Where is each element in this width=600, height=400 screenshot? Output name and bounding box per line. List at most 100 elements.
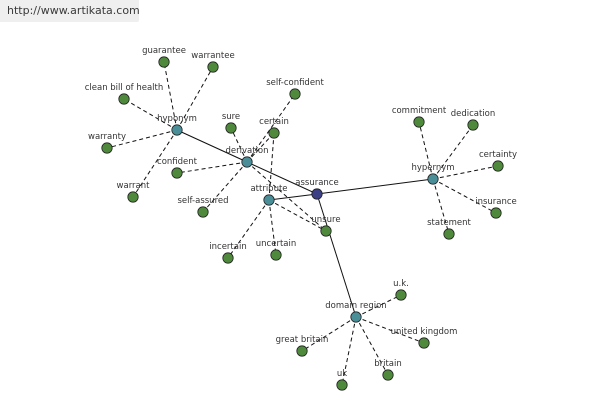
edge-hyponym-to-guarantee <box>163 61 178 131</box>
node-dot-confident[interactable] <box>171 167 183 179</box>
node-unsure[interactable]: unsure <box>311 215 341 237</box>
edge-hypernym-to-statement <box>432 178 450 235</box>
node-self-assured[interactable]: self-assured <box>178 196 229 218</box>
node-dedication[interactable]: dedication <box>451 109 496 131</box>
node-dot-unsure[interactable] <box>320 225 332 237</box>
node-dot-certainty[interactable] <box>492 160 504 172</box>
node-label-certain: certain <box>259 117 289 127</box>
edge-derivation-to-confident <box>176 161 248 174</box>
node-label-self-assured: self-assured <box>178 196 229 206</box>
node-label-domain-region: domain region <box>325 301 386 311</box>
node-dot-guarantee[interactable] <box>158 56 170 68</box>
node-dot-uncertain[interactable] <box>270 249 282 261</box>
node-warrantee[interactable]: warrantee <box>191 51 235 73</box>
node-label-assurance: assurance <box>295 178 338 188</box>
edge-attribute-to-uncertain <box>268 199 277 256</box>
node-dot-uk[interactable] <box>336 379 348 391</box>
node-dot-domain-region[interactable] <box>350 311 362 323</box>
node-label-derivation: derivation <box>225 146 268 156</box>
node-label-warranty: warranty <box>88 132 126 142</box>
node-derivation[interactable]: derivation <box>225 146 269 168</box>
edge-domain-region-to-great-britain <box>301 316 357 352</box>
node-dot-sure[interactable] <box>225 122 237 134</box>
node-certain[interactable]: certain <box>259 117 289 139</box>
node-incertain[interactable]: incertain <box>209 242 247 264</box>
node-britain[interactable]: britain <box>374 359 402 381</box>
node-dot-incertain[interactable] <box>222 252 234 264</box>
edge-derivation-to-unsure <box>246 161 327 232</box>
edge-hypernym-to-dedication <box>432 124 474 180</box>
node-certainty[interactable]: certainty <box>479 150 517 172</box>
node-label-commitment: commitment <box>392 106 447 116</box>
node-label-united-kingdom: united kingdom <box>391 327 458 337</box>
node-label-warrantee: warrantee <box>191 51 234 61</box>
node-great-britain[interactable]: great britain <box>276 335 329 357</box>
node-hypernym[interactable]: hypernym <box>411 163 455 185</box>
node-dot-self-assured[interactable] <box>197 206 209 218</box>
edge-domain-region-to-united-kingdom <box>355 316 425 344</box>
node-dot-hyponym[interactable] <box>171 124 183 136</box>
node-dot-statement[interactable] <box>443 228 455 240</box>
node-united-kingdom[interactable]: united kingdom <box>391 327 458 349</box>
node-dot-warrant[interactable] <box>127 191 139 203</box>
node-label-confident: confident <box>157 157 198 167</box>
node-confident[interactable]: confident <box>157 157 198 179</box>
node-label-uk: uk <box>337 369 347 379</box>
node-dot-assurance[interactable] <box>311 188 323 200</box>
node-dot-self-confident[interactable] <box>289 88 301 100</box>
node-attribute[interactable]: attribute <box>250 184 288 206</box>
node-clean-bill-of-health[interactable]: clean bill of health <box>85 83 164 105</box>
node-guarantee[interactable]: guarantee <box>142 46 186 68</box>
edge-derivation-to-sure <box>230 127 248 163</box>
edge-assurance-to-domain-region <box>316 193 357 318</box>
node-dot-united-kingdom[interactable] <box>418 337 430 349</box>
node-dot-warranty[interactable] <box>101 142 113 154</box>
node-label-dedication: dedication <box>451 109 496 119</box>
edge-derivation-to-hyponym <box>176 129 248 163</box>
edge-domain-region-to-uk-dots <box>355 294 402 318</box>
edge-hypernym-to-insurance <box>432 178 497 214</box>
edge-assurance-to-hypernym <box>316 178 434 195</box>
node-label-hypernym: hypernym <box>411 163 454 173</box>
edge-hyponym-to-warrantee <box>176 66 214 131</box>
node-sure[interactable]: sure <box>222 112 240 134</box>
node-insurance[interactable]: insurance <box>475 197 517 219</box>
node-assurance[interactable]: assurance <box>295 178 339 200</box>
node-warrant[interactable]: warrant <box>117 181 151 203</box>
node-dot-insurance[interactable] <box>490 207 502 219</box>
node-label-hyponym: hyponym <box>157 114 197 124</box>
node-dot-britain[interactable] <box>382 369 394 381</box>
node-label-clean-bill-of-health: clean bill of health <box>85 83 164 93</box>
node-commitment[interactable]: commitment <box>392 106 447 128</box>
node-self-confident[interactable]: self-confident <box>266 78 324 100</box>
node-dot-attribute[interactable] <box>263 194 275 206</box>
node-dot-uk-dots[interactable] <box>395 289 407 301</box>
node-label-self-confident: self-confident <box>266 78 324 88</box>
node-dot-great-britain[interactable] <box>296 345 308 357</box>
node-domain-region[interactable]: domain region <box>325 301 387 323</box>
edge-hypernym-to-commitment <box>418 121 434 180</box>
node-dot-certain[interactable] <box>268 127 280 139</box>
node-layer: assurance hyponym derivation attribute hyper… <box>85 46 517 391</box>
edge-domain-region-to-uk <box>341 316 357 386</box>
edge-hyponym-to-warranty <box>106 129 178 149</box>
edge-assurance-to-derivation <box>246 161 318 195</box>
node-dot-commitment[interactable] <box>413 116 425 128</box>
node-uk[interactable]: uk <box>336 369 348 391</box>
node-dot-dedication[interactable] <box>467 119 479 131</box>
node-warranty[interactable]: warranty <box>88 132 126 154</box>
site-url[interactable]: http://www.artikata.com <box>0 0 140 22</box>
edge-attribute-to-incertain <box>227 199 270 259</box>
node-label-britain: britain <box>374 359 402 369</box>
node-hyponym[interactable]: hyponym <box>157 114 197 136</box>
node-uncertain[interactable]: uncertain <box>256 239 296 261</box>
node-statement[interactable]: statement <box>427 218 472 240</box>
edge-assurance-to-attribute <box>268 193 318 201</box>
node-dot-derivation[interactable] <box>241 156 253 168</box>
node-dot-clean-bill-of-health[interactable] <box>118 93 130 105</box>
node-uk-dots[interactable]: u.k. <box>393 279 409 301</box>
node-dot-hypernym[interactable] <box>427 173 439 185</box>
node-dot-warrantee[interactable] <box>207 61 219 73</box>
node-label-guarantee: guarantee <box>142 46 186 56</box>
